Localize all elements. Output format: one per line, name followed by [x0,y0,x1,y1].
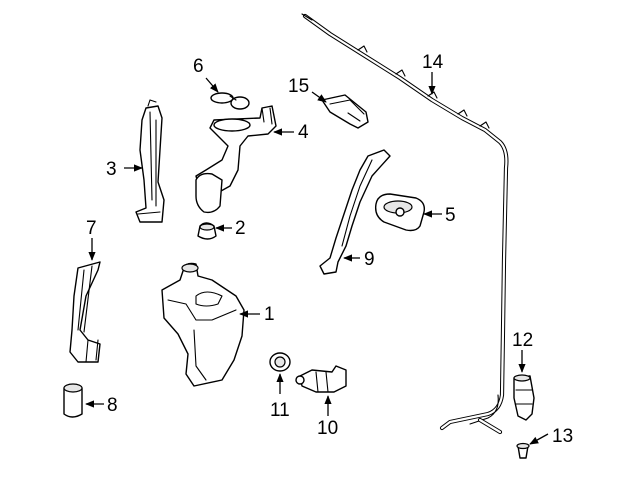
callout-8: 8 [107,395,118,416]
callout-1: 1 [264,304,275,325]
part-12-pump [513,374,535,421]
part-8-filter [63,383,83,418]
callout-15: 15 [288,76,309,97]
part-14-washer-hose [301,13,509,435]
part-1-reservoir [161,262,245,387]
part-11-grommet [269,352,291,372]
part-15-clip [321,94,369,129]
part-5-seal [374,193,426,232]
part-4-reservoir-neck [195,105,277,214]
part-10-pump [295,365,347,393]
part-9-bracket [319,149,391,275]
callout-13: 13 [552,426,573,447]
callout-3: 3 [106,159,117,180]
part-6-gasket [210,92,250,110]
part-13-plug [516,442,530,459]
callout-2: 2 [235,218,246,239]
callout-labels: 1 2 3 4 5 6 7 8 9 10 11 12 13 14 15 [86,52,573,447]
callout-14: 14 [422,52,444,73]
callout-9: 9 [364,249,375,270]
callout-7: 7 [86,218,97,239]
leader-lines [85,72,549,445]
part-3-bracket [135,99,165,223]
callout-10: 10 [317,418,338,439]
callout-12: 12 [512,330,533,351]
callout-5: 5 [445,205,456,226]
part-2-grommet [197,222,217,240]
callout-4: 4 [298,122,309,143]
part-7-hose-assembly [69,261,101,363]
callout-6: 6 [193,56,204,77]
callout-11: 11 [270,400,290,421]
